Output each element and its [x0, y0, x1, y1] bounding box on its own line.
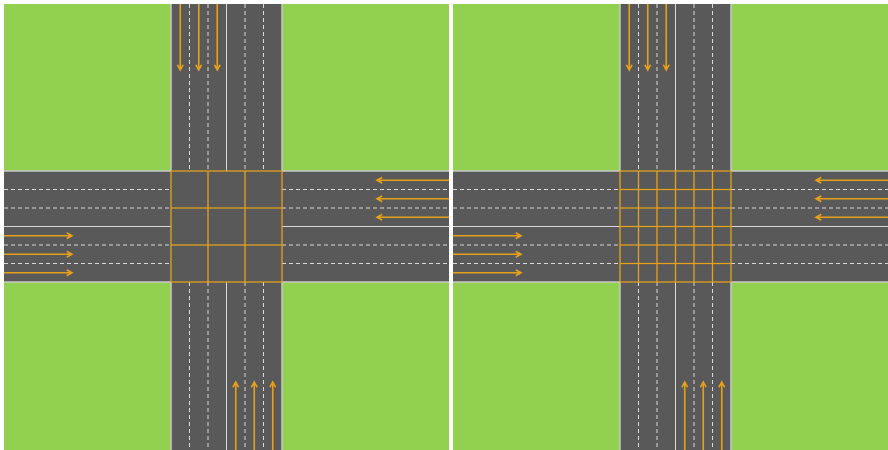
intersection-panel-coarse	[4, 4, 449, 450]
intersection-panel-fine	[453, 4, 888, 450]
